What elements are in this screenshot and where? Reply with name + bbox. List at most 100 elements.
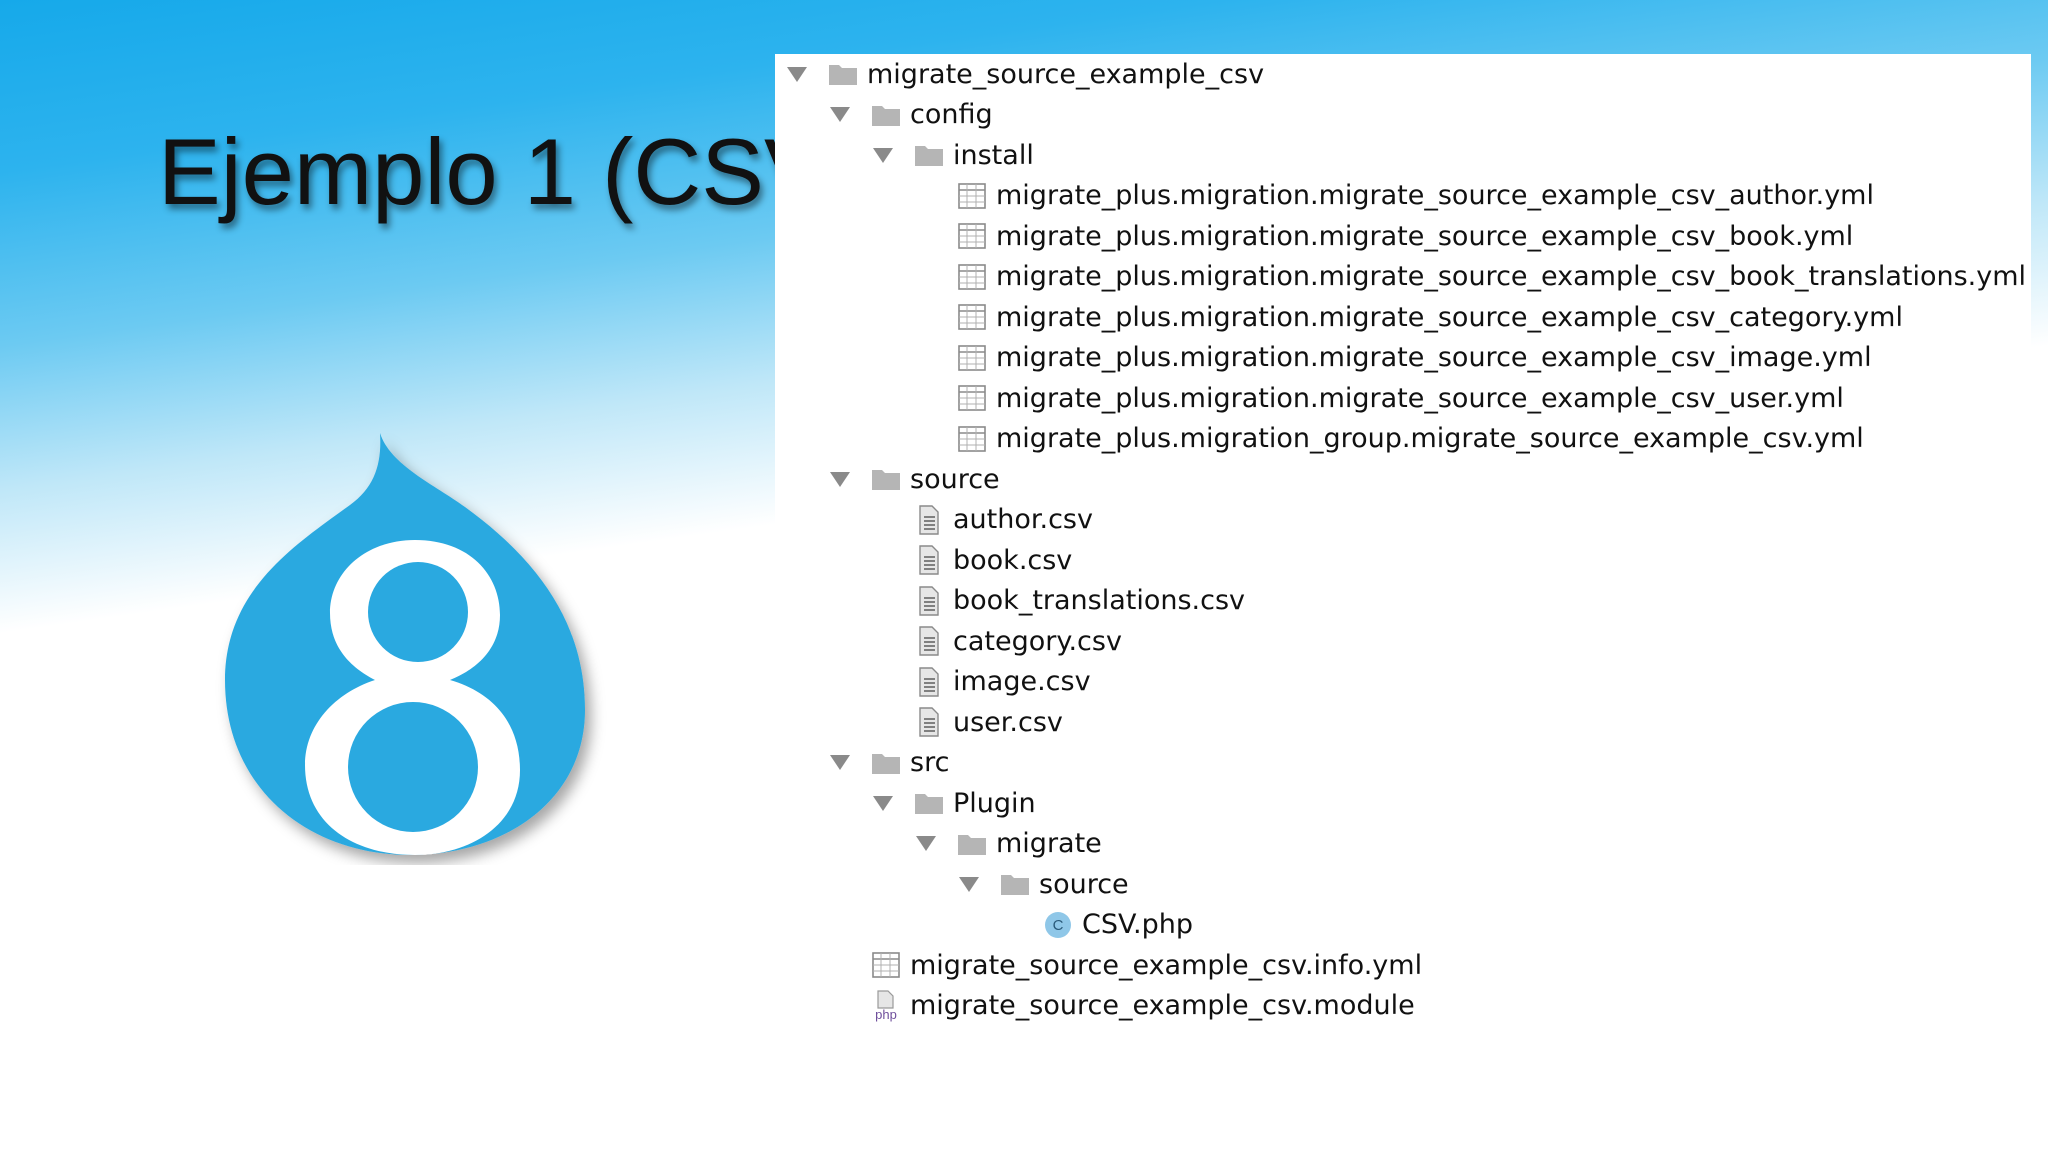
tree-file-row[interactable]: category.csv xyxy=(871,621,1122,661)
tree-item-label: config xyxy=(910,99,993,130)
text-file-icon xyxy=(913,706,945,738)
folder-icon xyxy=(999,868,1031,900)
yml-file-icon xyxy=(956,220,988,252)
tree-folder-row[interactable]: config xyxy=(828,95,993,135)
tree-item-label: migrate_plus.migration.migrate_source_ex… xyxy=(996,261,2027,292)
tree-spacer xyxy=(871,540,895,580)
tree-folder-row[interactable]: migrate_source_example_csv xyxy=(785,54,1264,94)
yml-file-icon xyxy=(956,180,988,212)
tree-file-row[interactable]: book_translations.csv xyxy=(871,581,1245,621)
folder-icon xyxy=(956,828,988,860)
tree-spacer xyxy=(914,338,938,378)
text-file-icon xyxy=(913,625,945,657)
tree-spacer xyxy=(828,986,852,1026)
text-file-icon xyxy=(913,504,945,536)
tree-file-row[interactable]: migrate_source_example_csv.info.yml xyxy=(828,945,1422,985)
tree-spacer xyxy=(871,662,895,702)
folder-icon xyxy=(870,747,902,779)
yml-file-icon xyxy=(956,382,988,414)
text-file-icon xyxy=(913,544,945,576)
tree-file-row[interactable]: php migrate_source_example_csv.module xyxy=(828,986,1415,1026)
tree-item-label: migrate_plus.migration.migrate_source_ex… xyxy=(996,180,1874,211)
tree-folder-row[interactable]: src xyxy=(828,743,949,783)
folder-icon xyxy=(913,787,945,819)
tree-spacer xyxy=(914,297,938,337)
tree-item-label: migrate_source_example_csv.info.yml xyxy=(910,949,1423,981)
tree-file-row[interactable]: migrate_plus.migration.migrate_source_ex… xyxy=(914,378,1844,418)
yml-file-icon xyxy=(870,949,902,981)
tree-spacer xyxy=(914,419,938,459)
tree-spacer xyxy=(1000,905,1024,945)
folder-icon xyxy=(913,139,945,171)
folder-icon xyxy=(870,463,902,495)
yml-file-icon xyxy=(956,261,988,293)
tree-folder-row[interactable]: install xyxy=(871,135,1034,175)
expand-arrow-icon[interactable] xyxy=(828,459,852,499)
tree-item-label: source xyxy=(910,463,1000,495)
tree-file-row[interactable]: migrate_plus.migration.migrate_source_ex… xyxy=(914,257,2026,297)
tree-item-label: book_translations.csv xyxy=(953,585,1246,616)
tree-file-row[interactable]: migrate_plus.migration.migrate_source_ex… xyxy=(914,338,1872,378)
tree-item-label: migrate_source_example_csv.module xyxy=(910,990,1415,1021)
tree-spacer xyxy=(914,176,938,216)
tree-folder-row[interactable]: Plugin xyxy=(871,783,1036,823)
tree-spacer xyxy=(871,702,895,742)
tree-file-row[interactable]: author.csv xyxy=(871,500,1093,540)
tree-item-label: migrate_plus.migration.migrate_source_ex… xyxy=(996,220,1854,252)
tree-item-label: CSV.php xyxy=(1082,909,1193,940)
tree-folder-row[interactable]: migrate xyxy=(914,824,1102,864)
tree-item-label: user.csv xyxy=(953,706,1063,738)
svg-text:C: C xyxy=(1053,917,1064,934)
folder-icon xyxy=(827,58,859,90)
tree-item-label: source xyxy=(1039,868,1129,900)
tree-item-label: book.csv xyxy=(953,544,1073,576)
tree-spacer xyxy=(914,378,938,418)
tree-folder-row[interactable]: source xyxy=(828,459,1000,499)
expand-arrow-icon[interactable] xyxy=(871,135,895,175)
tree-file-row[interactable]: migrate_plus.migration_group.migrate_sou… xyxy=(914,419,1864,459)
slide-title: Ejemplo 1 (CSV xyxy=(158,119,827,224)
yml-file-icon xyxy=(956,423,988,455)
tree-item-label: Plugin xyxy=(953,787,1036,819)
tree-item-label: migrate_source_example_csv xyxy=(867,58,1265,90)
tree-item-label: migrate_plus.migration.migrate_source_ex… xyxy=(996,382,1844,414)
expand-arrow-icon[interactable] xyxy=(914,824,938,864)
tree-item-label: migrate xyxy=(996,828,1102,859)
drupal-logo xyxy=(225,433,585,855)
tree-file-row[interactable]: image.csv xyxy=(871,662,1091,702)
expand-arrow-icon[interactable] xyxy=(828,95,852,135)
tree-file-row[interactable]: migrate_plus.migration.migrate_source_ex… xyxy=(914,176,1874,216)
tree-spacer xyxy=(914,257,938,297)
php-file-icon: php xyxy=(870,989,902,1022)
tree-file-row[interactable]: C CSV.php xyxy=(1000,905,1193,945)
tree-file-row[interactable]: book.csv xyxy=(871,540,1072,580)
tree-spacer xyxy=(871,581,895,621)
text-file-icon xyxy=(913,585,945,617)
tree-item-label: migrate_plus.migration.migrate_source_ex… xyxy=(996,342,1872,373)
yml-file-icon xyxy=(956,342,988,374)
tree-file-row[interactable]: user.csv xyxy=(871,702,1063,742)
tree-item-label: migrate_plus.migration_group.migrate_sou… xyxy=(996,423,1864,454)
tree-item-label: migrate_plus.migration.migrate_source_ex… xyxy=(996,301,1903,333)
tree-folder-row[interactable]: source xyxy=(957,864,1129,904)
expand-arrow-icon[interactable] xyxy=(871,783,895,823)
text-file-icon xyxy=(913,666,945,698)
tree-spacer xyxy=(871,500,895,540)
folder-icon xyxy=(870,99,902,131)
tree-file-row[interactable]: migrate_plus.migration.migrate_source_ex… xyxy=(914,297,1903,337)
expand-arrow-icon[interactable] xyxy=(957,864,981,904)
yml-file-icon xyxy=(956,301,988,333)
tree-spacer xyxy=(914,216,938,256)
expand-arrow-icon[interactable] xyxy=(785,54,809,94)
expand-arrow-icon[interactable] xyxy=(828,743,852,783)
tree-item-label: category.csv xyxy=(953,625,1122,657)
tree-item-label: src xyxy=(910,747,950,778)
tree-item-label: install xyxy=(953,139,1034,171)
tree-spacer xyxy=(871,621,895,661)
svg-text:php: php xyxy=(875,1007,897,1022)
tree-item-label: image.csv xyxy=(953,666,1091,697)
tree-item-label: author.csv xyxy=(953,504,1093,535)
tree-spacer xyxy=(828,945,852,985)
tree-file-row[interactable]: migrate_plus.migration.migrate_source_ex… xyxy=(914,216,1853,256)
